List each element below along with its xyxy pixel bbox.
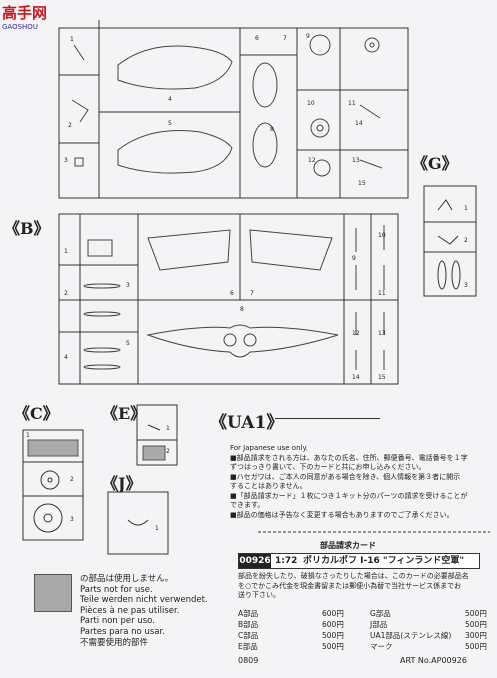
sprue-e-frame [136,404,178,466]
card-kit-name: ポリカルポフ I-16 "フィンランド空軍" [303,556,465,566]
sprue-c-frame [22,429,84,541]
section-g-label: 《G》 [412,154,458,173]
unused-parts-swatch [34,574,72,612]
card-footer-right: ART No.AP00926 [400,656,467,665]
sprue-j-frame [107,491,169,555]
ua1-label: 《UA1》 [210,413,284,433]
sprue-g-frame [423,185,477,297]
section-j-label: 《J》 [102,474,142,493]
ua1-rule [275,418,380,419]
sprue-a-parts [71,34,383,177]
card-footer-left: 0809 [238,656,259,665]
section-c-label: 《C》 [14,404,59,423]
sprue-a-frame [58,20,409,199]
section-e-label: 《E》 [102,404,147,423]
japan-notice-title: For Japanese use only. [230,444,308,452]
card-title: 部品請求カード [320,541,376,550]
sprue-b-frame [58,213,399,385]
unused-parts-legend: の部品は使用しません。 Parts not for use. Teile wer… [80,574,208,648]
sprue-b-parts [83,225,385,370]
section-b-label: 《B》 [4,219,50,238]
card-code: 00926 [239,554,271,568]
card-kit-bar: 00926 1:72 ポリカルポフ I-16 "フィンランド空軍" [238,553,480,569]
japan-notice: For Japanese use only. ■部品請求をされる方は、あなたの氏… [230,444,468,519]
card-description: 部品を紛失したり、破損なさったりした場合は、このカードの必要部品名 を○でかこみ… [238,572,469,599]
watermark-logo: 高手网 GAOSHOU [2,4,48,31]
card-scale: 1:72 [275,556,298,566]
